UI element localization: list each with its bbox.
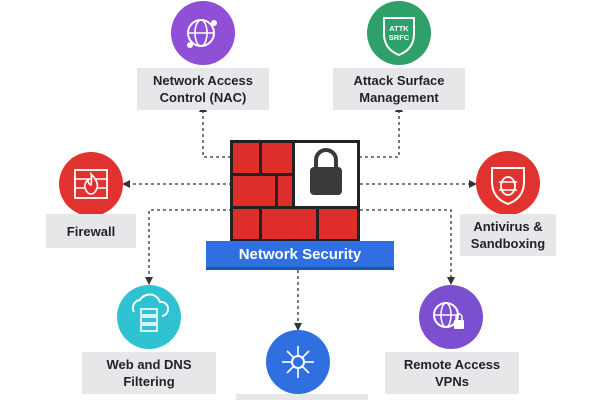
network-security-title: Network Security bbox=[238, 245, 362, 263]
wall-brick bbox=[262, 143, 292, 173]
firewall-flame-icon bbox=[59, 152, 123, 216]
padlock-icon bbox=[314, 148, 338, 168]
label-nac-text: Network Access Control (NAC) bbox=[153, 73, 253, 105]
wall-brick bbox=[233, 143, 259, 173]
label-remote-text: Remote Access VPNs bbox=[403, 357, 501, 389]
shield-attack-icon: ATTK SRFC bbox=[367, 1, 431, 65]
firewall-brick-wall bbox=[230, 140, 360, 242]
cloud-server-icon bbox=[117, 285, 181, 349]
arrowhead-web-dns bbox=[145, 277, 153, 285]
network-hub-icon bbox=[266, 330, 330, 394]
network-globe-icon bbox=[171, 1, 235, 65]
label-nac: Network Access Control (NAC) bbox=[137, 68, 269, 110]
label-web-dns: Web and DNS Filtering bbox=[82, 352, 216, 394]
arrowhead-bottom bbox=[294, 323, 302, 331]
connector-asm bbox=[360, 110, 400, 158]
label-asm: Attack Surface Management bbox=[333, 68, 465, 110]
label-web-dns-text: Web and DNS Filtering bbox=[106, 357, 192, 389]
wall-brick bbox=[319, 209, 357, 239]
vpn-globe-lock-icon bbox=[419, 285, 483, 349]
arrowhead-firewall bbox=[122, 180, 130, 188]
label-firewall: Firewall bbox=[46, 214, 136, 248]
connector-lines bbox=[128, 110, 470, 325]
shield-text-line1: ATTK bbox=[389, 24, 409, 33]
arrowhead-remote bbox=[447, 277, 455, 285]
padlock-body bbox=[310, 167, 342, 195]
connector-nac bbox=[202, 110, 232, 158]
wall-brick bbox=[262, 209, 316, 239]
bug-shield-icon bbox=[476, 151, 540, 215]
connector-remote bbox=[360, 209, 452, 279]
bottom-label-box bbox=[236, 394, 368, 400]
label-asm-text: Attack Surface Management bbox=[353, 73, 445, 105]
arrowhead-antivirus bbox=[469, 180, 477, 188]
label-antivirus: Antivirus & Sandboxing bbox=[460, 214, 556, 256]
network-security-banner: Network Security bbox=[206, 241, 394, 267]
wall-brick bbox=[233, 209, 259, 239]
wall-brick bbox=[233, 176, 275, 206]
connector-web-dns bbox=[148, 209, 232, 279]
label-firewall-text: Firewall bbox=[66, 223, 116, 239]
shield-text-line2: SRFC bbox=[389, 33, 410, 42]
wall-brick bbox=[278, 176, 292, 206]
label-antivirus-text: Antivirus & Sandboxing bbox=[470, 219, 546, 251]
label-remote: Remote Access VPNs bbox=[385, 352, 519, 394]
